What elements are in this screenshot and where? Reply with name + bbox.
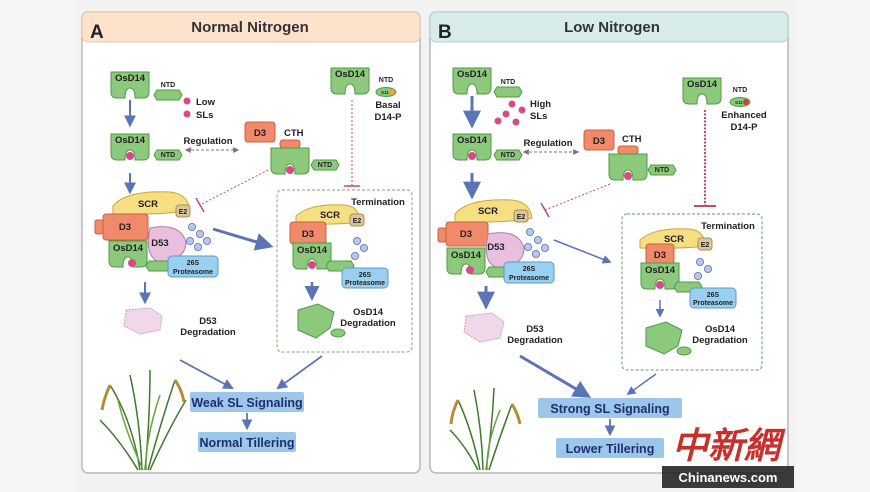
d3-label: D3 [254,128,266,139]
svg-text:D3: D3 [302,229,314,240]
svg-text:SCR: SCR [320,210,340,221]
regulation-label: Regulation [183,136,232,147]
svg-text:Proteasome: Proteasome [345,280,385,287]
osd14-degradation-2: Degradation [340,318,396,329]
svg-text:Proteasome: Proteasome [509,275,549,282]
svg-text:NTD: NTD [161,152,175,159]
svg-text:OsD14: OsD14 [297,245,328,256]
svg-text:OsD14: OsD14 [113,243,144,254]
svg-text:SCR: SCR [478,206,498,217]
scf-complex-a: SCR E2 D3 D53 OsD14 26S Proteasome [94,191,219,278]
termination-label: Termination [351,197,405,208]
proteasome-label: Proteasome [173,269,213,276]
svg-text:NTD: NTD [379,77,393,84]
svg-text:OsD14: OsD14 [645,265,676,276]
signaling-box-a: Weak SL Signaling [191,396,302,410]
svg-text:D3: D3 [654,250,666,261]
svg-text:OsD14: OsD14 [457,69,488,80]
svg-text:NTD: NTD [501,79,515,86]
panel-a-title: Normal Nitrogen [191,19,309,36]
d53-degradation-2: Degradation [180,327,236,338]
svg-text:SCR: SCR [664,234,684,245]
svg-text:D3: D3 [460,229,472,240]
svg-text:E2: E2 [701,242,710,249]
e2-label: E2 [179,209,188,216]
signaling-box-b: Strong SL Signaling [550,402,669,416]
rice-plant-b [449,387,522,471]
d14p-label-2: D14-P [375,112,403,123]
svg-text:D53: D53 [526,324,543,335]
svg-text:Termination: Termination [701,221,755,232]
svg-text:D3: D3 [593,136,605,147]
proteasome-26s: 26S [187,260,200,267]
d14p-label-1: Basal [375,100,400,111]
osd14-degradation-1: OsD14 [353,307,384,318]
svg-text:S11: S11 [735,100,743,105]
ntd-label: NTD [161,82,175,89]
svg-text:Degradation: Degradation [507,335,563,346]
rice-plant-a [99,369,187,471]
svg-text:OsD14: OsD14 [115,135,146,146]
panel-b-title: Low Nitrogen [564,19,660,36]
tillering-box-a: Normal Tillering [200,436,295,450]
svg-text:OsD14: OsD14 [457,135,488,146]
s511-label: S11 [381,90,389,95]
panel-a-letter: A [90,22,104,43]
panel-b: B Low Nitrogen OsD14 NTD High SLs OsD14 … [429,11,789,474]
tillering-box-b: Lower Tillering [566,442,655,456]
cth-label: CTH [284,128,304,139]
svg-text:NTD: NTD [733,87,747,94]
watermark-chinese: 中新網 [672,425,786,467]
svg-text:Regulation: Regulation [523,138,572,149]
svg-text:26S: 26S [707,292,720,299]
panel-b-letter: B [438,22,452,43]
svg-text:26S: 26S [523,266,536,273]
svg-text:OsD14: OsD14 [451,250,482,261]
svg-text:NTD: NTD [655,167,669,174]
scf-complex-b: SCR E2 D3 D53 OsD14 26S Proteasome [437,199,555,284]
svg-text:Enhanced: Enhanced [721,110,767,121]
svg-text:High: High [530,99,551,110]
watermark: 中新網 Chinanews.com [662,425,794,488]
svg-text:CTH: CTH [622,134,642,145]
svg-text:D14-P: D14-P [731,122,759,133]
svg-text:E2: E2 [353,218,362,225]
svg-text:Degradation: Degradation [692,335,748,346]
svg-text:D3: D3 [119,222,131,233]
svg-text:NTD: NTD [501,152,515,159]
svg-text:Proteasome: Proteasome [693,300,733,307]
osd14-label: OsD14 [115,73,146,84]
svg-text:D53: D53 [487,242,504,253]
svg-text:NTD: NTD [318,162,332,169]
svg-text:OsD14: OsD14 [705,324,736,335]
svg-text:26S: 26S [359,272,372,279]
svg-text:OsD14: OsD14 [335,69,366,80]
svg-text:OsD14: OsD14 [687,79,718,90]
sl-amount-label: Low [196,97,216,108]
d53-label: D53 [151,238,168,249]
svg-text:SLs: SLs [530,111,547,122]
sls-label: SLs [196,110,213,121]
scr-label: SCR [138,199,158,210]
watermark-site: Chinanews.com [679,470,778,485]
panel-a: A Normal Nitrogen OsD14 NTD Low SLs OsD1… [81,11,421,474]
d53-degradation-1: D53 [199,316,216,327]
svg-text:E2: E2 [517,214,526,221]
